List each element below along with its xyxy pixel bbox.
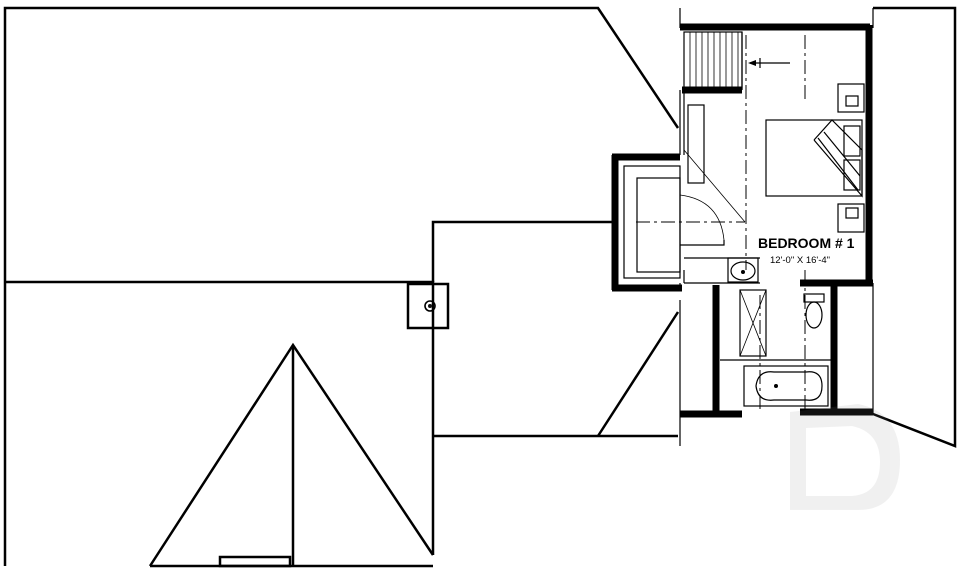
logo-watermark — [790, 404, 900, 510]
stair-direction-arrow — [748, 58, 790, 68]
nightstand-bottom — [837, 203, 865, 233]
exterior-walls — [679, 8, 874, 446]
toilet — [803, 293, 825, 329]
dormer — [611, 153, 725, 292]
bedroom-door — [679, 149, 746, 245]
roof-upper-left — [3, 6, 680, 282]
bathroom — [683, 257, 838, 415]
sink — [727, 257, 759, 283]
staircase — [683, 31, 743, 90]
center-lines — [636, 35, 806, 410]
closet — [687, 104, 705, 184]
roof-lower-left — [3, 280, 435, 568]
bottom-walls — [680, 408, 873, 418]
bed — [765, 119, 863, 198]
roof-right — [872, 6, 957, 448]
roof-middle — [431, 220, 680, 438]
bathtub — [743, 365, 829, 407]
bedroom-label-group: BEDROOM # 1 12'-0" X 16'-4" — [758, 235, 855, 266]
room-dimensions-bedroom: 12'-0" X 16'-4" — [770, 255, 830, 266]
chimney — [406, 282, 450, 330]
nightstand-top — [837, 83, 865, 113]
room-name-bedroom: BEDROOM # 1 — [758, 235, 855, 251]
